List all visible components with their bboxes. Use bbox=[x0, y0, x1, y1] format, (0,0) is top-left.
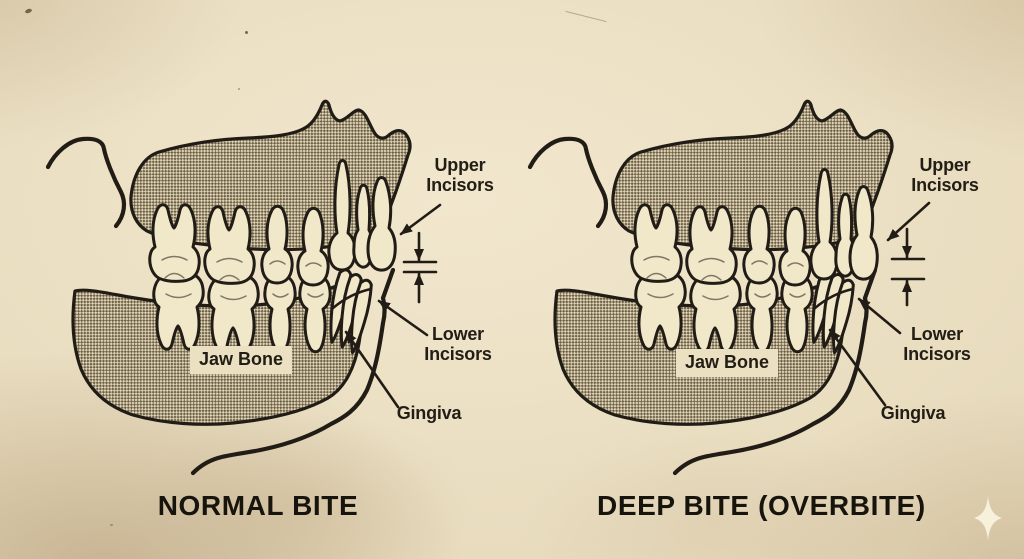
label-upper-incisors: Upper Incisors bbox=[426, 155, 494, 196]
paper-speck bbox=[245, 31, 248, 34]
normal-bite-illustration bbox=[48, 101, 442, 473]
sparkle-icon bbox=[974, 496, 1002, 540]
overlap-marker-narrow bbox=[402, 231, 438, 304]
pointer-arrows bbox=[344, 203, 442, 409]
label-gingiva: Gingiva bbox=[880, 403, 946, 423]
label-jaw-bone: Jaw Bone bbox=[676, 349, 779, 377]
label-gingiva: Gingiva bbox=[396, 403, 462, 423]
overlap-marker-wide bbox=[890, 227, 926, 307]
panel-title-normal-bite: NORMAL BITE bbox=[157, 490, 359, 521]
label-lower-incisors: Lower Incisors bbox=[903, 324, 971, 365]
paper-speck bbox=[238, 88, 240, 90]
label-upper-incisors: Upper Incisors bbox=[911, 155, 979, 196]
label-jaw-bone: Jaw Bone bbox=[190, 346, 293, 374]
label-lower-incisors: Lower Incisors bbox=[424, 324, 492, 365]
panel-title-deep-bite: DEEP BITE (OVERBITE) bbox=[597, 490, 926, 521]
deep-bite-illustration bbox=[530, 101, 931, 473]
pointer-arrows bbox=[828, 201, 931, 407]
paper-speck bbox=[110, 524, 113, 526]
